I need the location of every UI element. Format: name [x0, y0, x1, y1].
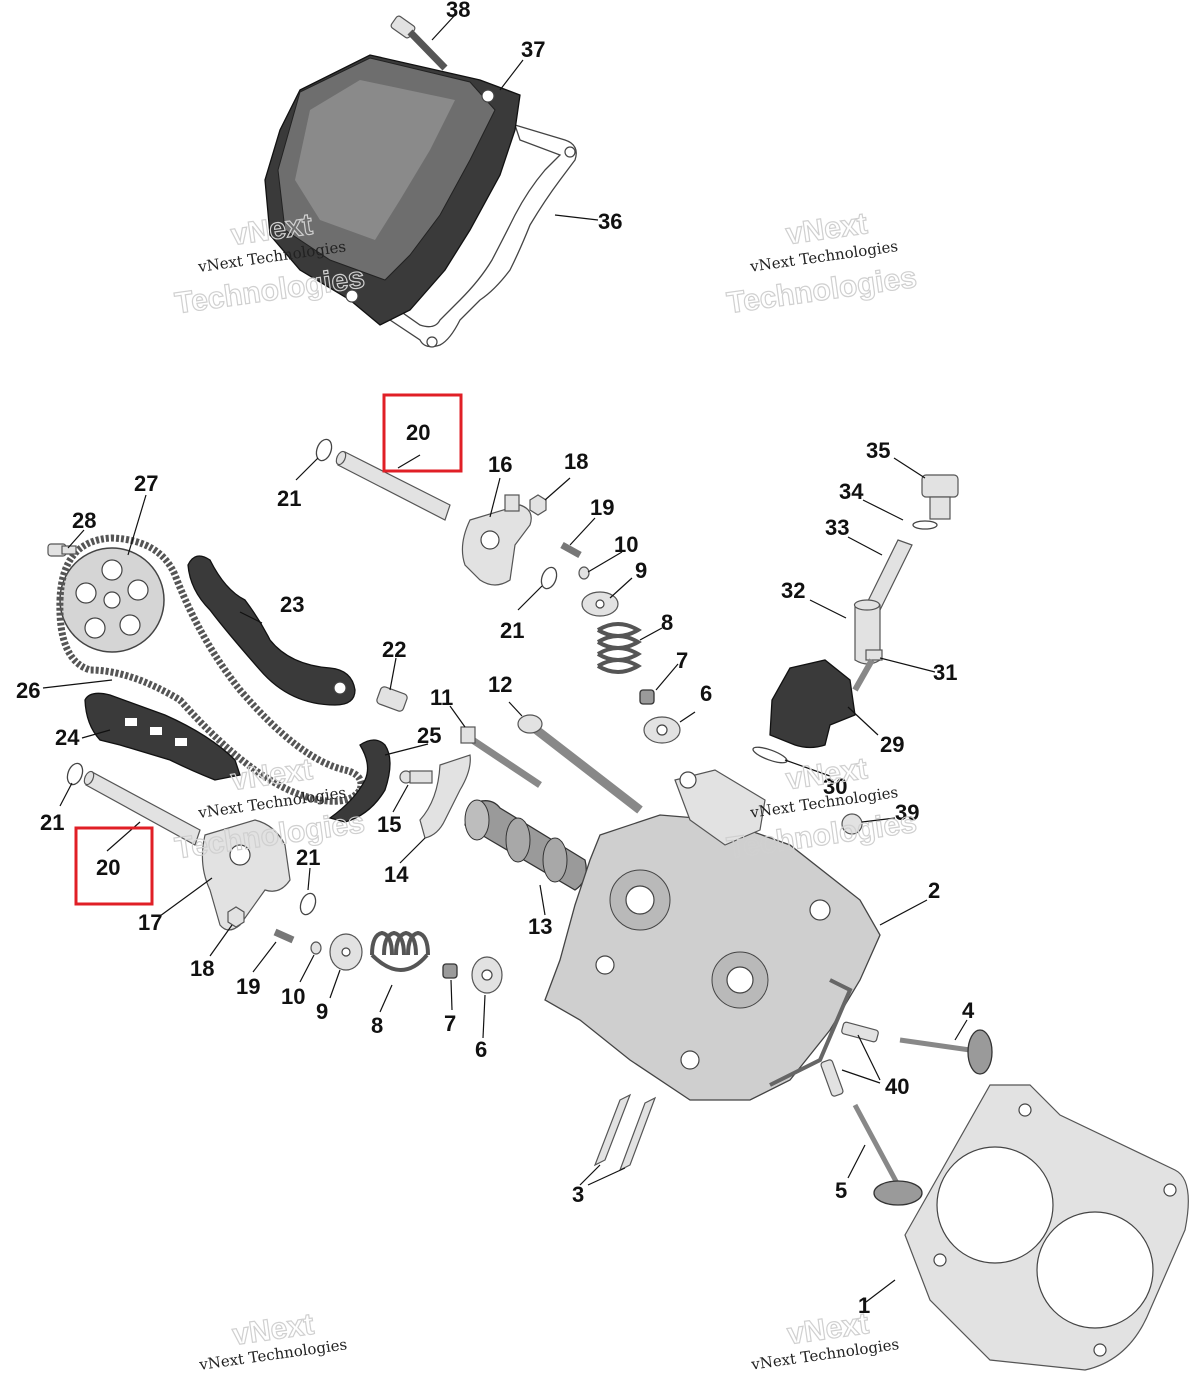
callout-21-d: 21 — [296, 845, 320, 870]
callout-8: 8 — [661, 610, 673, 635]
callout-26: 26 — [16, 678, 40, 703]
bolt-12 — [517, 714, 643, 814]
adjuster-screws — [273, 541, 582, 944]
callout-20-upper: 20 — [406, 420, 430, 445]
chain-tensioner-guide — [187, 555, 356, 706]
callout-40: 40 — [885, 1074, 909, 1099]
callout-22: 22 — [382, 637, 406, 662]
callout-19-lower: 19 — [236, 974, 260, 999]
valve-cover-gasket — [358, 124, 577, 348]
callout-11: 11 — [430, 685, 453, 710]
callout-1: 1 — [858, 1293, 870, 1318]
callout-14: 14 — [384, 862, 409, 887]
tensioner-bolt-31 — [852, 649, 883, 692]
sprocket-bolt — [47, 543, 77, 557]
camshaft — [464, 799, 587, 891]
callout-21-b: 21 — [500, 618, 524, 643]
callout-10-lower: 10 — [281, 984, 305, 1009]
valve-springs — [370, 622, 642, 972]
watermark-mid-left: vNext vNext Technologies Technologies — [172, 752, 367, 866]
callout-18-lower: 18 — [190, 956, 214, 981]
callout-8-lower: 8 — [371, 1013, 383, 1038]
callout-29: 29 — [880, 732, 904, 757]
bolt-11 — [460, 726, 542, 788]
callout-30: 30 — [823, 774, 847, 799]
callout-23: 23 — [280, 592, 304, 617]
callout-labels: 1 2 3 4 5 6 7 8 9 10 11 12 13 14 15 16 1… — [16, 0, 975, 1318]
tensioner-bolt — [921, 474, 959, 520]
valve-cover — [264, 54, 521, 326]
callout-18-upper: 18 — [564, 449, 588, 474]
rocker-arm-shaft-upper — [335, 450, 451, 521]
dowel-pins — [593, 1093, 657, 1172]
callout-3: 3 — [572, 1182, 584, 1207]
adjuster-nuts — [227, 494, 547, 928]
callout-31: 31 — [933, 660, 957, 685]
tensioner-washer — [912, 520, 938, 530]
callout-9-lower: 9 — [316, 999, 328, 1024]
callout-39: 39 — [895, 800, 919, 825]
valve-stem-seals — [442, 689, 655, 979]
callout-7: 7 — [676, 648, 688, 673]
tensioner-body — [769, 659, 856, 749]
rocker-arm-upper — [461, 494, 532, 586]
callout-9: 9 — [635, 558, 647, 583]
watermark-bottom-right: vNext vNext Technologies — [749, 1307, 900, 1374]
callout-28: 28 — [72, 508, 96, 533]
chain-guide — [84, 692, 241, 781]
callout-37: 37 — [521, 37, 545, 62]
callout-35: 35 — [866, 438, 890, 463]
leader-lines — [42, 14, 968, 1303]
callout-24: 24 — [55, 725, 80, 750]
timing-chain — [56, 534, 365, 805]
callout-16: 16 — [488, 452, 512, 477]
rocker-arm-lower — [201, 819, 291, 931]
rocker-arm-shaft-lower — [83, 770, 201, 846]
valve-guides — [820, 1021, 879, 1097]
callout-13: 13 — [528, 914, 552, 939]
callout-15: 15 — [377, 812, 401, 837]
spring-seats — [471, 716, 681, 994]
tensioner-gasket — [752, 746, 788, 764]
callout-33: 33 — [825, 515, 849, 540]
callout-20-lower: 20 — [96, 855, 120, 880]
callout-38: 38 — [446, 0, 470, 22]
callout-36: 36 — [598, 209, 622, 234]
callout-4: 4 — [962, 998, 975, 1023]
callout-25: 25 — [417, 723, 441, 748]
pin-15 — [399, 770, 433, 784]
callout-2: 2 — [928, 878, 940, 903]
cylinder-head — [544, 769, 881, 1101]
callout-10: 10 — [614, 532, 638, 557]
callout-7-lower: 7 — [444, 1011, 456, 1036]
plug-39 — [841, 813, 863, 835]
callout-21-a: 21 — [277, 486, 301, 511]
callout-12: 12 — [488, 672, 512, 697]
guide-pin-22 — [376, 686, 408, 712]
cylinder-head-gasket — [904, 1084, 1189, 1371]
callout-5: 5 — [835, 1178, 847, 1203]
callout-6: 6 — [700, 681, 712, 706]
highlight-part-20-lower — [74, 826, 154, 906]
callout-34: 34 — [839, 479, 864, 504]
upper-chain-guide — [328, 739, 391, 823]
exhaust-valve — [899, 1029, 993, 1075]
highlight-part-20-upper — [382, 393, 463, 473]
callout-21-c: 21 — [40, 810, 64, 835]
watermark-mid-right: vNext vNext Technologies Technologies — [724, 752, 919, 866]
callout-6-lower: 6 — [475, 1037, 487, 1062]
intake-valve — [852, 1103, 923, 1206]
valve-cover-bolt — [390, 15, 448, 71]
camshaft-sprocket — [59, 547, 165, 653]
valve-keepers — [310, 566, 590, 955]
guide-14 — [419, 754, 471, 839]
callout-19-upper: 19 — [590, 495, 614, 520]
callout-32: 32 — [781, 578, 805, 603]
watermark-top-right: vNext vNext Technologies Technologies — [724, 207, 919, 321]
callout-27: 27 — [134, 471, 158, 496]
spring-retainers — [329, 591, 619, 971]
watermark-bottom-left: vNext vNext Technologies — [197, 1307, 348, 1374]
callout-17: 17 — [138, 910, 162, 935]
